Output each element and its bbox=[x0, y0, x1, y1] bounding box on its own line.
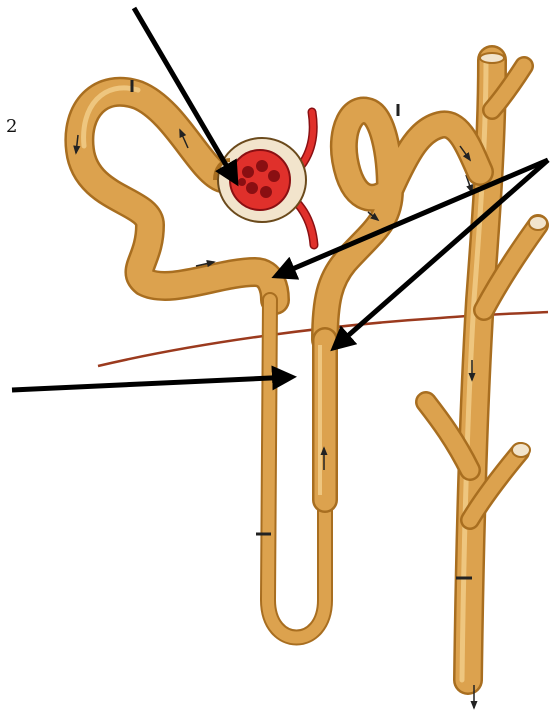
collecting-duct bbox=[426, 53, 547, 708]
loop-of-henle bbox=[256, 300, 325, 638]
renal-corpuscle bbox=[215, 112, 314, 245]
label-number: 2 bbox=[6, 116, 17, 137]
pointer-arrow-icon bbox=[12, 377, 292, 390]
